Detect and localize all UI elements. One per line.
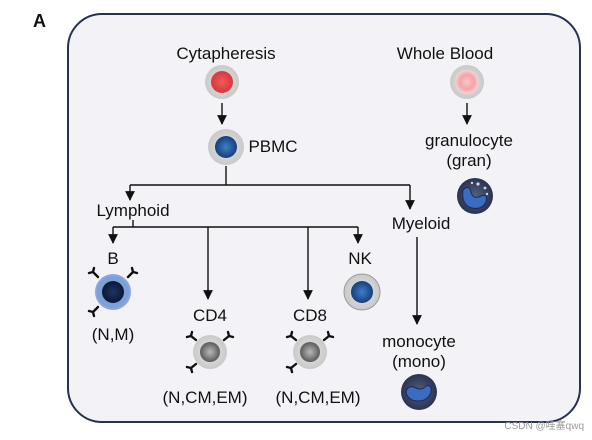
pbmc-cell-icon (208, 129, 244, 165)
cytapheresis-cell-icon (205, 65, 239, 99)
pbmc-label: PBMC (248, 137, 298, 156)
cd4-cell-icon (185, 330, 235, 374)
monocyte-abbr-label: (mono) (392, 352, 446, 371)
cytapheresis-label: Cytapheresis (176, 44, 276, 63)
b-label: B (107, 249, 119, 268)
panel-border (67, 13, 581, 423)
granulocyte-abbr-label: (gran) (446, 151, 492, 170)
nk-label: NK (348, 249, 372, 268)
lymphoid-label: Lymphoid (96, 201, 170, 220)
myeloid-label: Myeloid (391, 214, 451, 233)
b-subsets-label: (N,M) (91, 325, 135, 344)
monocyte-cell-icon (401, 374, 437, 410)
nk-cell-icon (343, 273, 381, 311)
monocyte-label: monocyte (382, 332, 456, 351)
cd4-subsets-label: (N,CM,EM) (162, 388, 248, 407)
granulocyte-cell-icon (457, 178, 493, 214)
panel-letter: A (33, 11, 46, 31)
cd8-label: CD8 (292, 306, 328, 325)
cd8-cell-icon (285, 330, 335, 374)
whole-blood-label: Whole Blood (396, 44, 494, 63)
granulocyte-label: granulocyte (425, 131, 513, 150)
connector-lines (108, 103, 472, 325)
whole-blood-cell-icon (450, 65, 484, 99)
watermark-text: CSDN @哇塞qwq (504, 421, 584, 432)
cd8-subsets-label: (N,CM,EM) (275, 388, 361, 407)
b-cell-icon (87, 266, 139, 318)
cd4-label: CD4 (192, 306, 228, 325)
